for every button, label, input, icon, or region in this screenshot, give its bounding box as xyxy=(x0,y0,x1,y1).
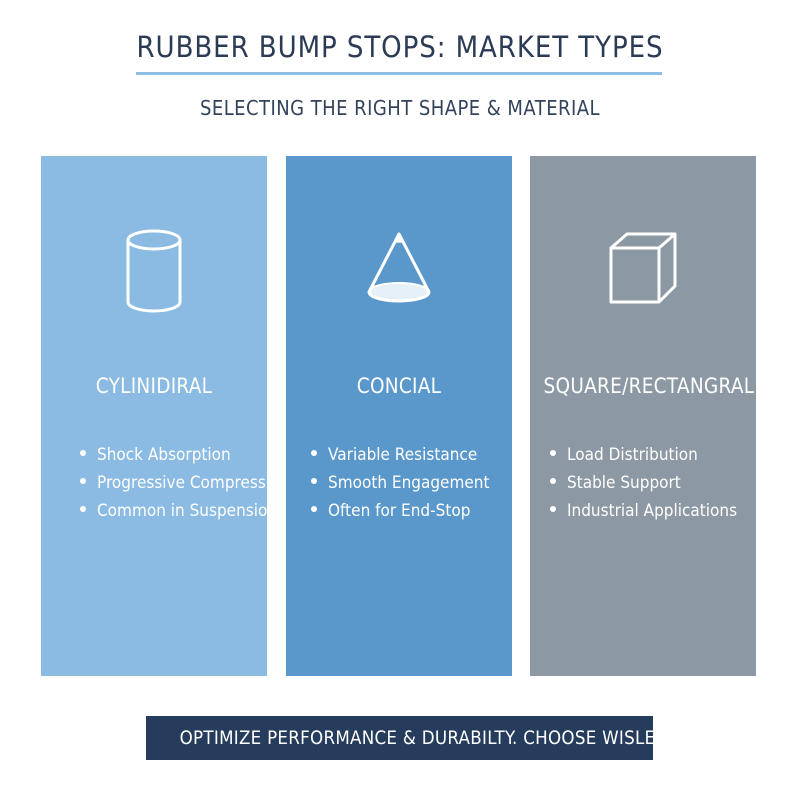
title-underline xyxy=(136,72,662,75)
bullet-icon xyxy=(311,478,317,484)
call-to-action-banner: OPTIMIZE PERFORMANCE & DURABILTY. CHOOSE… xyxy=(146,716,673,760)
bullet-icon xyxy=(550,506,556,512)
bullet-icon xyxy=(550,478,556,484)
list-item: Often for End-Stop xyxy=(286,497,512,525)
call-to-action-text: OPTIMIZE PERFORMANCE & DURABILTY. CHOOSE… xyxy=(179,727,673,749)
list-item: Stable Support xyxy=(530,469,756,497)
bullet-icon xyxy=(311,506,317,512)
shape-label: CONCIAL xyxy=(356,374,442,398)
shape-column-square: SQUARE/RECTANGRAL Load Distribution Stab… xyxy=(530,156,756,676)
shape-column-conical: CONCIAL Variable Resistance Smooth Engag… xyxy=(286,156,512,676)
feature-list: Variable Resistance Smooth Engagement Of… xyxy=(286,441,512,525)
feature-list: Shock Absorption Progressive Compression… xyxy=(41,441,289,525)
bullet-icon xyxy=(80,450,86,456)
page-subtitle: SELECTING THE RIGHT SHAPE & MATERIAL xyxy=(199,96,600,120)
list-item: Industrial Applications xyxy=(530,497,756,525)
bullet-icon xyxy=(550,450,556,456)
list-item: Smooth Engagement xyxy=(286,469,512,497)
cone-icon xyxy=(286,226,512,322)
list-item: Variable Resistance xyxy=(286,441,512,469)
bullet-icon xyxy=(80,506,86,512)
shape-label: CYLINIDIRAL xyxy=(95,374,213,398)
cylinder-icon xyxy=(41,226,267,322)
feature-list: Load Distribution Stable Support Industr… xyxy=(530,441,756,525)
page-title: RUBBER BUMP STOPS: MARKET TYPES xyxy=(136,30,664,64)
list-item: Progressive Compression xyxy=(41,469,289,497)
list-item: Shock Absorption xyxy=(41,441,267,469)
list-item: Common in Suspension xyxy=(41,497,277,525)
shape-label: SQUARE/RECTANGRAL xyxy=(543,374,755,398)
shape-column-cylindrical: CYLINIDIRAL Shock Absorption Progressive… xyxy=(41,156,289,676)
bullet-icon xyxy=(311,450,317,456)
cube-icon xyxy=(530,226,756,322)
list-item: Load Distribution xyxy=(530,441,756,469)
bullet-icon xyxy=(80,478,86,484)
